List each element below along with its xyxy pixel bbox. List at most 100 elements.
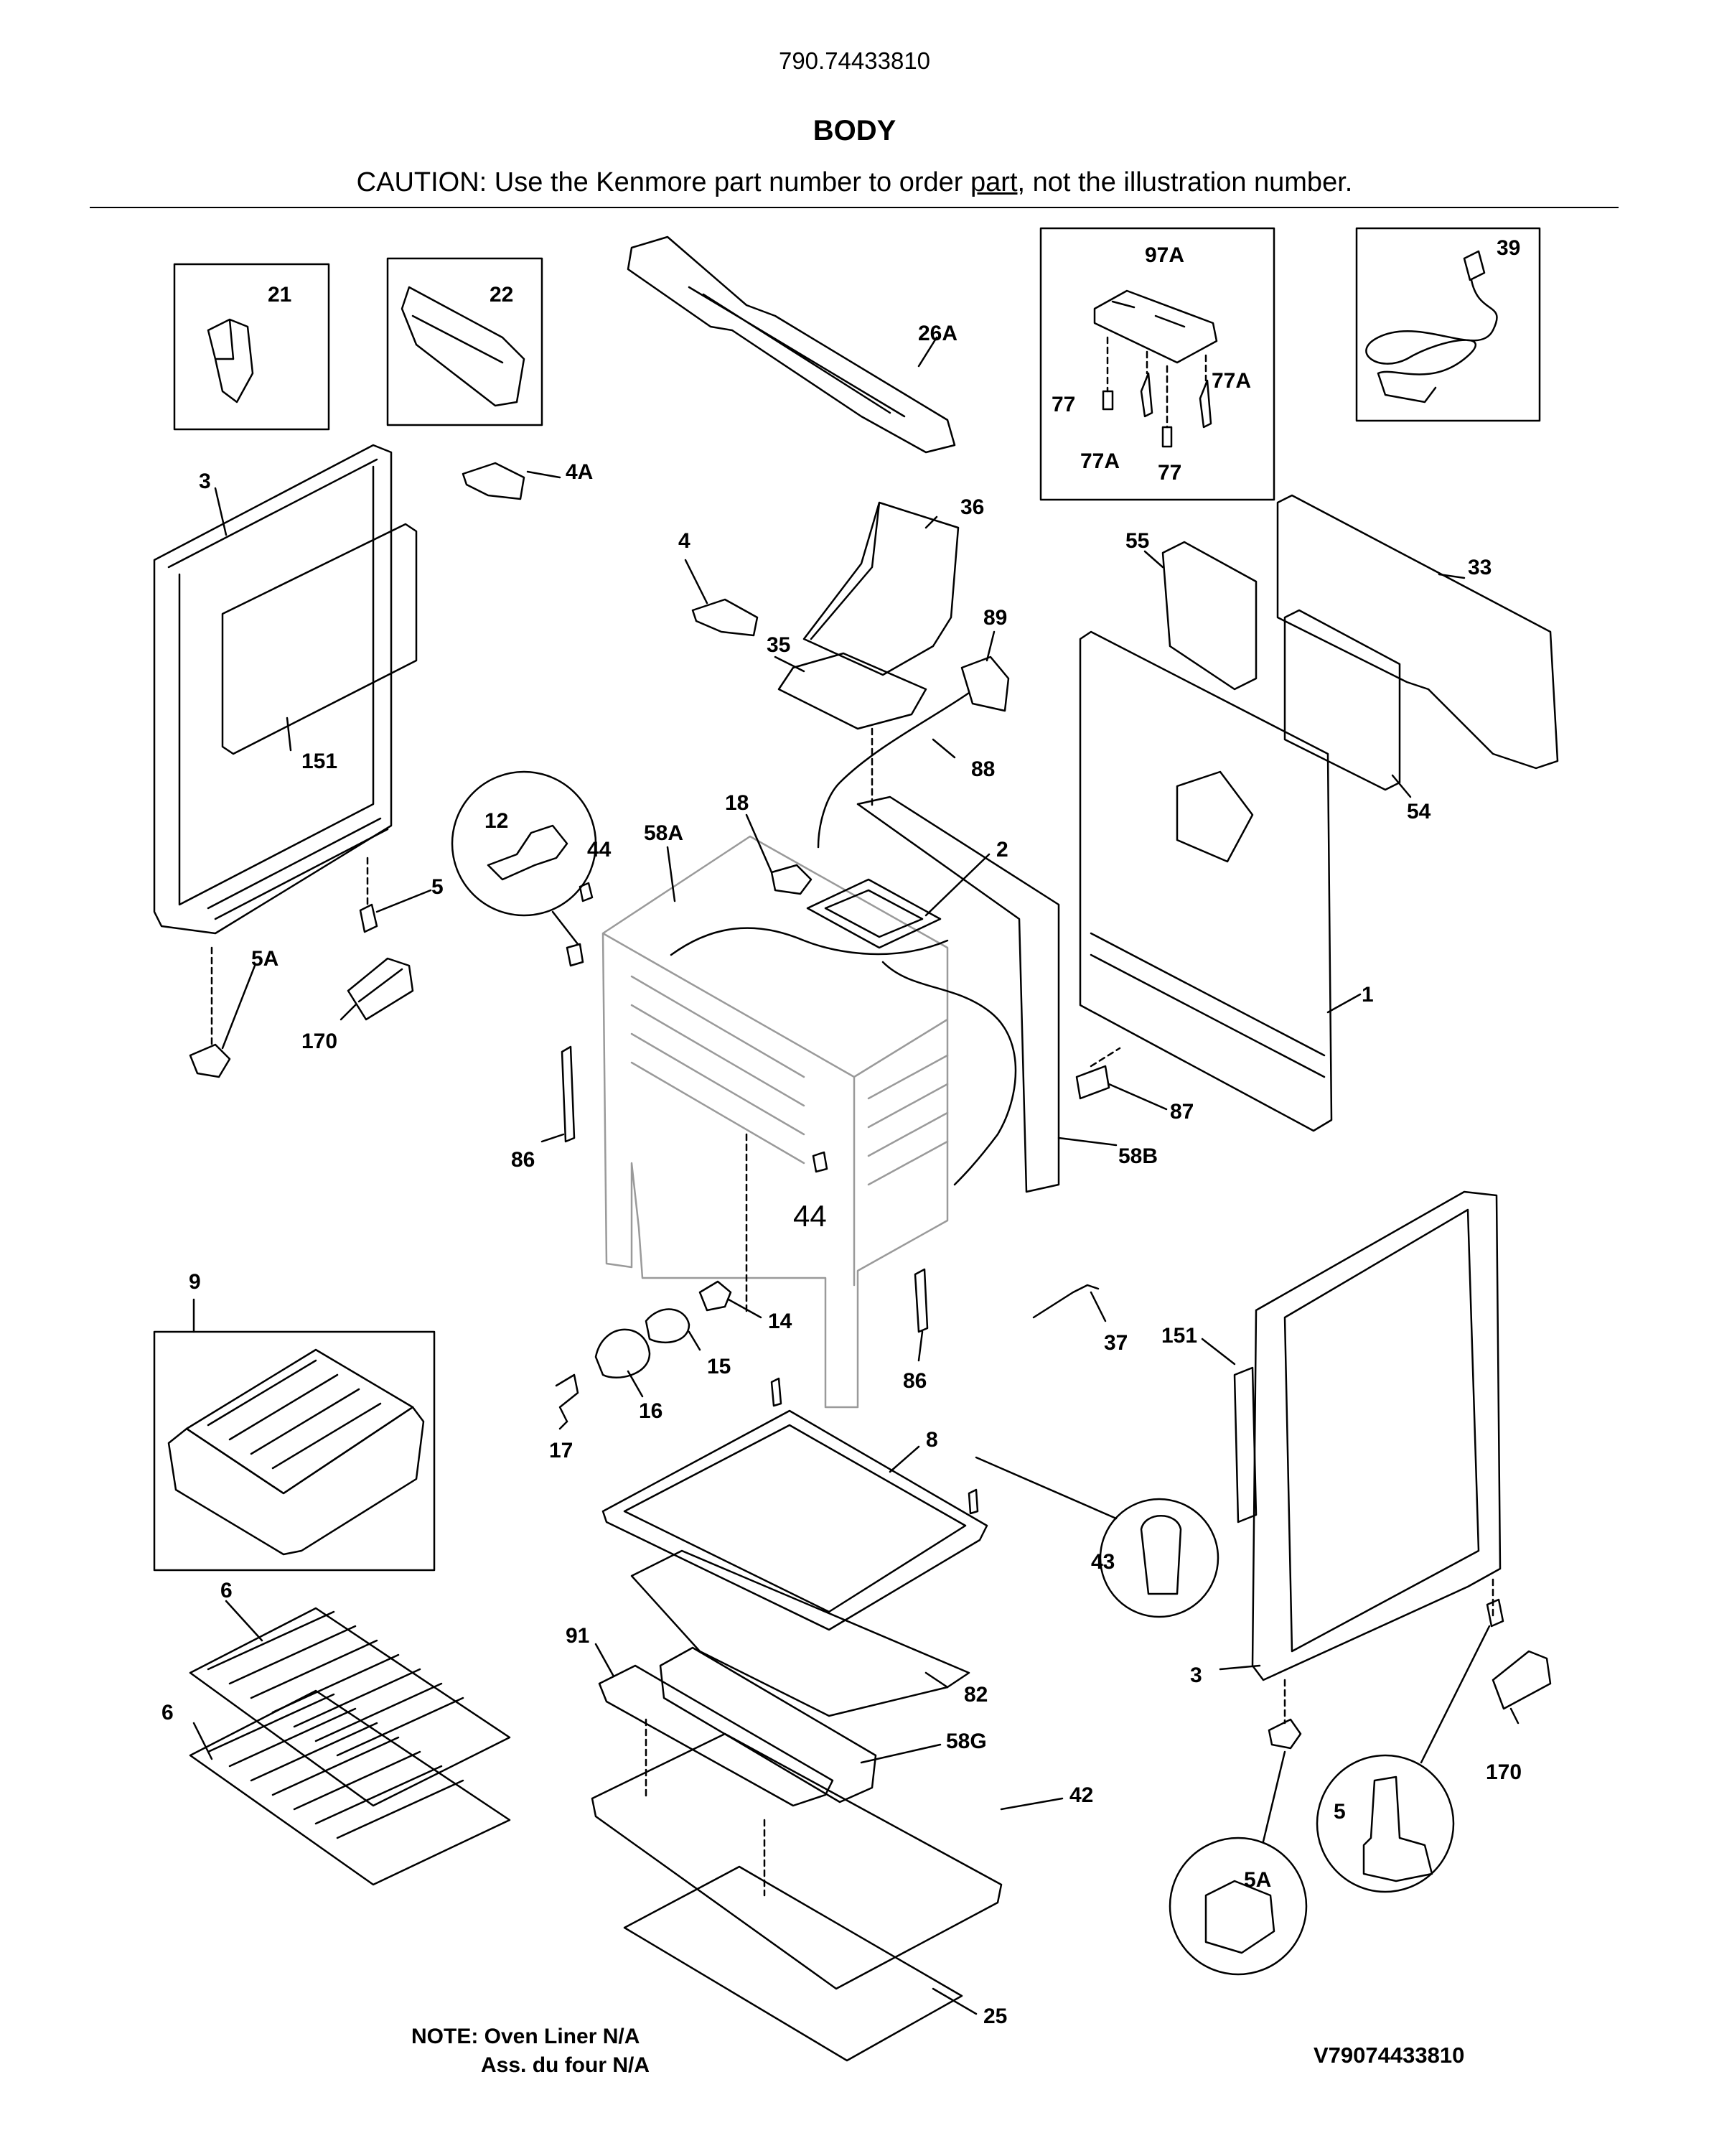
part-12-detail-circle [451, 770, 597, 917]
part-151-door-panel-right [1233, 1366, 1258, 1523]
part-91-bracket [598, 1664, 834, 1807]
part-33-back-cover [1276, 494, 1559, 770]
leader-5a [1262, 1750, 1286, 1843]
callout-12: 12 [484, 809, 508, 833]
callout-8: 8 [926, 1428, 938, 1452]
part-15-bulb [645, 1308, 690, 1344]
part-5-leveler-right [1486, 1598, 1504, 1628]
callout-3-left: 3 [199, 470, 211, 493]
leader [1438, 573, 1466, 579]
part-25-bottom-cover [623, 1865, 963, 2062]
part-26a-bracket [627, 235, 956, 454]
callout-16: 16 [639, 1399, 662, 1423]
caution-prefix: CAUTION: Use the Kenmore part number to … [356, 167, 971, 197]
leader [526, 470, 561, 479]
leader [924, 515, 938, 529]
leader [1090, 1291, 1107, 1322]
callout-77A-left: 77A [1080, 449, 1120, 473]
leader [985, 630, 996, 662]
callout-170-left: 170 [301, 1030, 337, 1053]
part-39-power-cord [1365, 250, 1498, 403]
caution-suffix: , not the illustration number. [1017, 167, 1353, 197]
callout-14: 14 [768, 1310, 792, 1333]
leader [1108, 1083, 1168, 1111]
part-5-leveler-detail [1362, 1775, 1433, 1882]
part-22-bracket [401, 286, 525, 407]
callout-15: 15 [707, 1355, 731, 1378]
callout-151-right: 151 [1161, 1324, 1197, 1348]
part-54-shield [1283, 609, 1401, 791]
part-86-trim-left [561, 1045, 576, 1143]
part-58b-side-insulation [856, 795, 1060, 1193]
part-43-screw-detail [1140, 1515, 1182, 1595]
part-36-vent-duct [802, 501, 960, 676]
callout-86-left: 86 [511, 1148, 535, 1172]
callout-3-right: 3 [1190, 1663, 1202, 1687]
leader [860, 1743, 942, 1764]
leader [1201, 1338, 1236, 1366]
leader [340, 1004, 357, 1021]
part-42-bottom-frame [591, 1732, 1003, 1990]
callout-2: 2 [996, 838, 1008, 862]
part-44-clip-lower [812, 1151, 828, 1173]
part-86-trim-right [914, 1268, 929, 1333]
callout-18: 18 [725, 791, 749, 815]
caution-text: CAUTION: Use the Kenmore part number to … [0, 167, 1709, 198]
callout-151-left: 151 [301, 750, 337, 773]
callout-88: 88 [971, 757, 995, 781]
leader [932, 738, 956, 759]
part-88-wire [817, 691, 970, 849]
callout-170-right: 170 [1486, 1760, 1522, 1784]
header-rule [90, 207, 1619, 208]
leader [774, 655, 805, 673]
callout-44-lower: 44 [793, 1199, 827, 1233]
leader [917, 336, 938, 368]
leader [1326, 993, 1362, 1014]
callout-9: 9 [189, 1270, 201, 1294]
part-5a-bracket-detail [1204, 1880, 1275, 1954]
callout-22: 22 [490, 283, 513, 307]
callout-82: 82 [964, 1683, 988, 1707]
part-5-detail-circle [1316, 1754, 1455, 1893]
part-21-knob [207, 318, 254, 403]
leader [221, 964, 256, 1050]
part-58a-oven-cavity [601, 835, 949, 1409]
leader [1509, 1707, 1520, 1725]
part-35-gasket [777, 652, 927, 730]
part-43-detail-circle [1099, 1498, 1219, 1618]
part-12-thermostat [487, 824, 568, 881]
callout-21: 21 [268, 283, 291, 307]
part-37-wire [1032, 1284, 1100, 1319]
part-44-clip-upper [566, 882, 594, 967]
part-3-door-left [153, 444, 393, 935]
oven-rack-guides [630, 975, 949, 1186]
callout-1: 1 [1362, 983, 1374, 1007]
part-97a-control-board [1093, 289, 1218, 364]
part-9-broiler-pan [167, 1406, 425, 1556]
leader [727, 1298, 762, 1319]
part-6-oven-rack-upper [189, 1607, 511, 1807]
inset-box-22 [386, 257, 543, 426]
leader-5 [1420, 1625, 1491, 1764]
callout-17: 17 [549, 1439, 573, 1462]
leader [558, 1420, 568, 1430]
callout-35: 35 [767, 633, 790, 657]
inset-box-9 [153, 1330, 436, 1572]
callout-42: 42 [1069, 1783, 1093, 1807]
part-4-bracket [691, 598, 759, 637]
part-77a-pins [1140, 372, 1212, 429]
part-5a-bracket-right [1268, 1718, 1302, 1750]
callout-97A: 97A [1145, 243, 1184, 267]
callout-5A-right: 5A [1244, 1868, 1271, 1892]
callout-58A: 58A [644, 821, 683, 845]
leader [1000, 1797, 1064, 1811]
callout-6-lower: 6 [161, 1701, 174, 1725]
part-3-door-right [1251, 1190, 1502, 1681]
leader [225, 1600, 263, 1642]
note-oven-liner-french: Ass. du four N/A [481, 2053, 650, 2077]
leader [594, 1643, 615, 1678]
part-77-spacers [1102, 390, 1173, 448]
part-5a-bracket-left [189, 1043, 231, 1078]
leader [1057, 1137, 1118, 1147]
part-87-terminal-block [1075, 1065, 1110, 1100]
